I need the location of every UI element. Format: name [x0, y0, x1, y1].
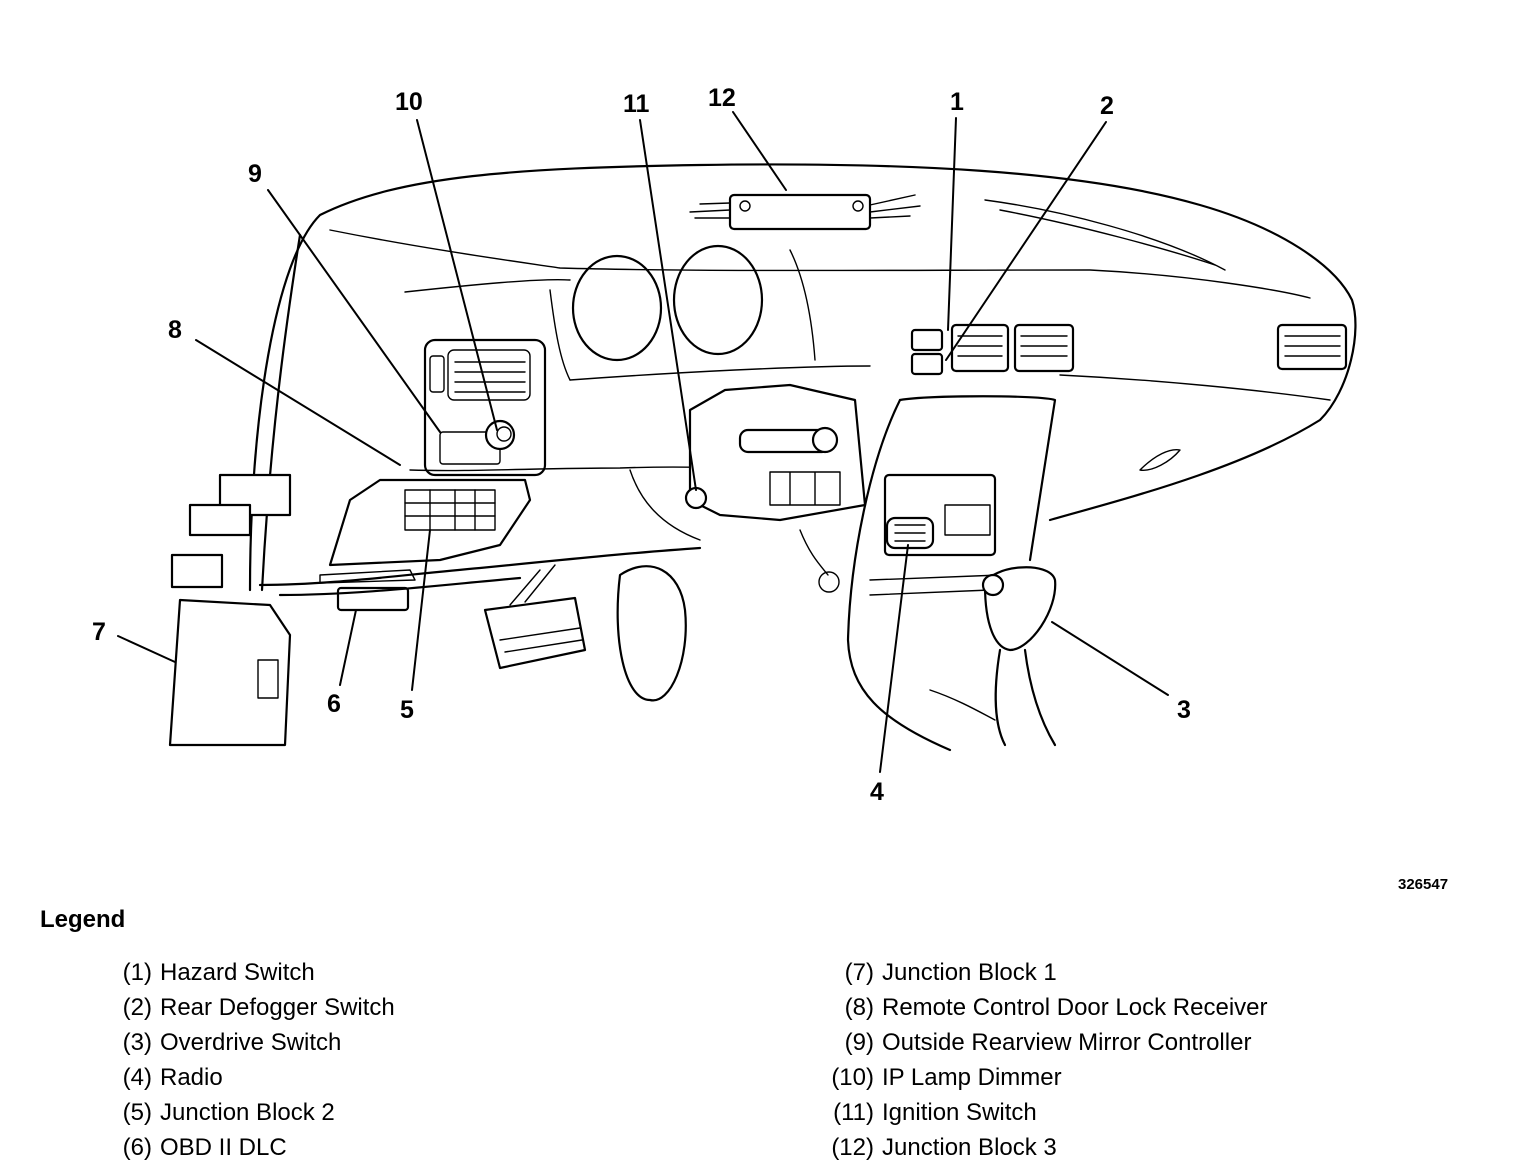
- legend-item-number: (3): [122, 1028, 152, 1056]
- left-vent-shape: [423, 338, 547, 477]
- legend-title: Legend: [40, 906, 126, 933]
- legend-item-text: Ignition Switch: [882, 1098, 1037, 1126]
- right-vents-shape: [910, 323, 1348, 376]
- steering-column-shape: [684, 383, 867, 593]
- figure-number: 326547: [1398, 876, 1449, 893]
- legend-item: (2) Rear Defogger Switch: [96, 990, 395, 1025]
- legend-item: (6) OBD II DLC: [96, 1130, 395, 1164]
- callout-2: 2: [1100, 92, 1114, 120]
- legend-item-number: (1): [122, 958, 152, 986]
- legend-item-text: OBD II DLC: [160, 1133, 287, 1161]
- gauge-cluster: [549, 244, 816, 381]
- callout-3: 3: [1177, 696, 1191, 724]
- legend-item-text: Hazard Switch: [160, 958, 315, 986]
- legend-item-number: (2): [122, 993, 152, 1021]
- legend-item-number: (5): [122, 1098, 152, 1126]
- callout-10: 10: [395, 88, 423, 116]
- callout-9: 9: [248, 160, 262, 188]
- legend-column-left: (1) Hazard Switch (2) Rear Defogger Swit…: [96, 955, 395, 1164]
- center-console-shape: [846, 395, 1057, 752]
- legend-item: (1) Hazard Switch: [96, 955, 395, 990]
- callout-4: 4: [870, 778, 884, 806]
- legend-item-text: Junction Block 2: [160, 1098, 335, 1126]
- legend-item-number: (4): [122, 1063, 152, 1091]
- legend-item: (8) Remote Control Door Lock Receiver: [818, 990, 1268, 1025]
- dashboard-line-drawing: 1 2 3 4 5 6 7 8 9 10 11 12: [92, 84, 1357, 806]
- legend-item: (9) Outside Rearview Mirror Controller: [818, 1025, 1268, 1060]
- legend-column-right: (7) Junction Block 1 (8) Remote Control …: [818, 955, 1268, 1164]
- legend-item-number: (12): [831, 1133, 874, 1161]
- junction-block-1-shape: [168, 473, 292, 747]
- instrument-panel-outline: [248, 163, 1357, 597]
- leader-lines: [117, 111, 1169, 773]
- legend-item-text: IP Lamp Dimmer: [882, 1063, 1062, 1091]
- legend-item-text: Junction Block 1: [882, 958, 1057, 986]
- legend-item: (10) IP Lamp Dimmer: [818, 1060, 1268, 1095]
- legend-item-number: (10): [831, 1063, 874, 1091]
- callout-labels: 1 2 3 4 5 6 7 8 9 10 11 12: [92, 84, 1191, 806]
- legend-item-text: Radio: [160, 1063, 223, 1091]
- legend-item: (5) Junction Block 2: [96, 1095, 395, 1130]
- legend-item: (12) Junction Block 3: [818, 1130, 1268, 1164]
- legend-item-number: (6): [122, 1133, 152, 1161]
- callout-1: 1: [950, 88, 964, 116]
- callout-11: 11: [623, 90, 650, 118]
- pedals-shape: [483, 564, 687, 702]
- callout-8: 8: [168, 316, 182, 344]
- legend-item: (3) Overdrive Switch: [96, 1025, 395, 1060]
- legend-item-text: Remote Control Door Lock Receiver: [882, 993, 1268, 1021]
- legend-item: (4) Radio: [96, 1060, 395, 1095]
- legend-item: (11) Ignition Switch: [818, 1095, 1268, 1130]
- legend-item-number: (8): [844, 993, 874, 1021]
- junction-block-3-shape: [689, 193, 921, 231]
- legend-item-number: (7): [844, 958, 874, 986]
- legend-item: (7) Junction Block 1: [818, 955, 1268, 990]
- legend-item-text: Junction Block 3: [882, 1133, 1057, 1161]
- junction-block-2-shape: [319, 478, 532, 612]
- callout-12: 12: [708, 84, 736, 112]
- legend-item-number: (11): [833, 1098, 874, 1126]
- legend-item-number: (9): [844, 1028, 874, 1056]
- legend-item-text: Overdrive Switch: [160, 1028, 342, 1056]
- callout-5: 5: [400, 696, 414, 724]
- callout-6: 6: [327, 690, 341, 718]
- callout-7: 7: [92, 618, 106, 646]
- legend-item-text: Rear Defogger Switch: [160, 993, 395, 1021]
- legend-item-text: Outside Rearview Mirror Controller: [882, 1028, 1252, 1056]
